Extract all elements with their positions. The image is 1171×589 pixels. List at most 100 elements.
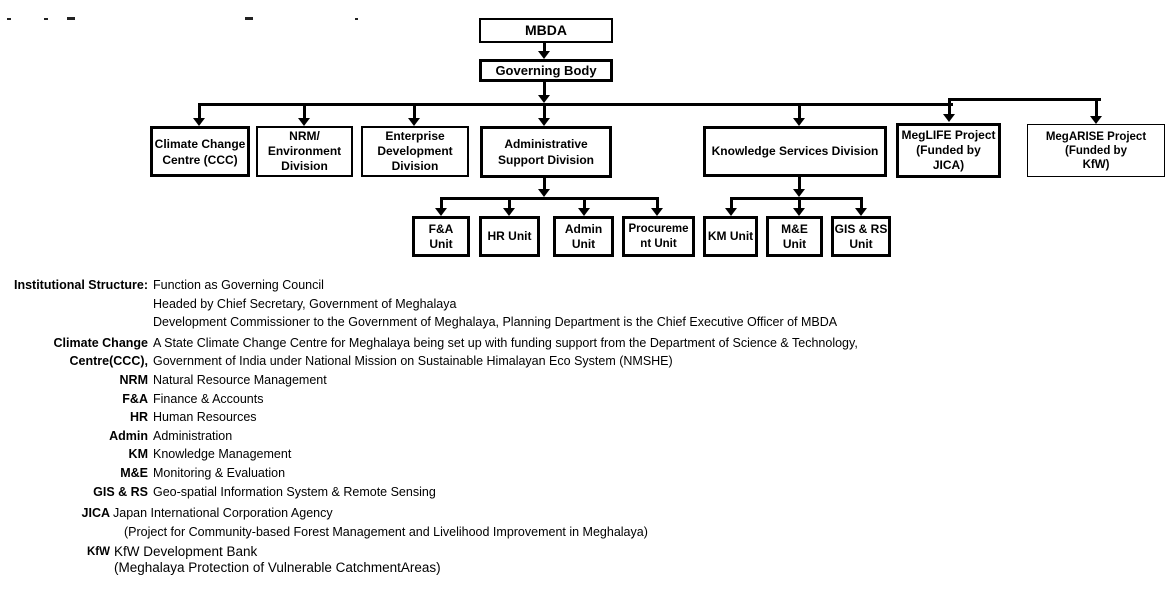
legend-term: KfW [87,546,110,559]
legend-definition: (Project for Community-based Forest Mana… [124,524,648,539]
legend-row-kfw-2: (Meghalaya Protection of Vulnerable Catc… [0,560,1171,576]
legend-definition: Geo-spatial Information System & Remote … [153,484,436,499]
connector-drop-megarise [1095,101,1098,116]
unit-box-hr: HR Unit [479,216,540,257]
connector-drop-knowledge [798,106,801,118]
legend-definition: Headed by Chief Secretary, Government of… [153,296,457,311]
legend-definition: KfW Development Bank [114,544,258,560]
legend-term: Institutional Structure: [13,278,148,292]
legend-definition: Human Resources [153,410,257,425]
legend-term: HR [129,410,148,425]
legend-term: JICA [81,506,110,521]
unit-box-fa: F&A Unit [412,216,470,257]
legend-row-me: M&E Monitoring & Evaluation [0,464,1171,483]
connector-drop-admin [583,200,586,208]
arrowhead-down-icon [408,118,420,126]
legend-term [0,523,110,542]
legend-row-institutional-2: Headed by Chief Secretary, Government of… [0,295,1171,314]
arrowhead-down-icon [943,114,955,122]
connector-drop-km [730,200,733,208]
connector-mbda-governing [543,41,546,52]
division-box-knowledge-services: Knowledge Services Division [703,126,887,177]
legend-term: M&E [120,465,148,480]
unit-box-km: KM Unit [703,216,758,257]
legend-term: Climate Change [53,335,148,350]
legend-definition: (Meghalaya Protection of Vulnerable Catc… [114,560,441,576]
connector-drop-ccc [198,106,201,118]
legend-definition: Development Commissioner to the Governme… [153,315,838,330]
top-edge-artifact [67,17,75,20]
connector-ksd-horizontal [730,197,863,200]
arrowhead-down-icon [793,208,805,216]
legend-definition: Monitoring & Evaluation [153,465,286,480]
connector-governing-trunk [543,82,546,95]
connector-drop-hr [508,200,511,208]
legend-row-jica-2: (Project for Community-based Forest Mana… [0,523,1171,542]
legend-term [0,313,148,332]
arrowhead-down-icon [725,208,737,216]
connector-drop-admin-support [543,106,546,118]
division-box-administrative-support: Administrative Support Division [480,126,612,178]
legend: Institutional Structure: Function as Gov… [0,276,1171,576]
arrowhead-down-icon [793,189,805,197]
legend-row-climate-change-2: Centre(CCC), Government of India under N… [0,352,1171,371]
connector-main-horizontal [198,103,953,106]
legend-row-hr: HR Human Resources [0,408,1171,427]
top-edge-artifact [44,18,48,20]
arrowhead-down-icon [793,118,805,126]
arrowhead-down-icon [538,51,550,59]
legend-row-fa: F&A Finance & Accounts [0,390,1171,409]
legend-term: KM [128,447,148,462]
unit-box-admin: Admin Unit [553,216,614,257]
connector-drop-me [798,200,801,208]
top-edge-artifact [7,18,11,20]
arrowhead-down-icon [538,118,550,126]
connector-drop-meglife [948,101,951,114]
arrowhead-down-icon [1090,116,1102,124]
connector-drop-nrm [303,106,306,118]
arrowhead-down-icon [538,95,550,103]
connector-ksd-units [798,177,801,190]
legend-row-jica-1: JICA Japan International Corporation Age… [0,504,1171,523]
legend-row-km: KM Knowledge Management [0,445,1171,464]
division-box-meglife-project: MegLIFE Project (Funded by JICA) [896,123,1001,178]
legend-term [0,295,148,314]
legend-definition: Knowledge Management [153,447,292,462]
connector-drop-fa [440,200,443,208]
legend-definition: Function as Governing Council [153,278,324,292]
legend-definition: Natural Resource Management [153,372,327,387]
arrowhead-down-icon [651,208,663,216]
legend-term: NRM [119,372,148,387]
legend-term: F&A [122,391,148,406]
arrowhead-down-icon [298,118,310,126]
arrowhead-down-icon [578,208,590,216]
legend-row-institutional-3: Development Commissioner to the Governme… [0,313,1171,332]
arrowhead-down-icon [435,208,447,216]
top-edge-artifact [245,17,253,20]
arrowhead-down-icon [538,189,550,197]
legend-term: Admin [109,428,148,443]
connector-drop-enterprise [413,106,416,118]
legend-row-institutional-1: Institutional Structure: Function as Gov… [0,276,1171,295]
division-box-climate-change-centre: Climate Change Centre (CCC) [150,126,250,177]
connector-drop-procurement [656,200,659,208]
legend-row-nrm: NRM Natural Resource Management [0,371,1171,390]
unit-box-procurement: Procureme nt Unit [622,216,695,257]
connector-drop-gis [860,200,863,208]
legend-definition: Administration [153,428,233,443]
division-box-nrm-environment: NRM/ Environment Division [256,126,353,177]
legend-row-gis-rs: GIS & RS Geo-spatial Information System … [0,483,1171,502]
unit-box-gis-rs: GIS & RS Unit [831,216,891,257]
top-edge-artifact [355,18,358,20]
legend-row-climate-change-1: Climate Change A State Climate Change Ce… [0,334,1171,353]
division-box-enterprise-development: Enterprise Development Division [361,126,469,177]
unit-box-me: M&E Unit [766,216,823,257]
legend-term: GIS & RS [93,484,148,499]
legend-term: Centre(CCC), [69,354,148,369]
connector-branch-horizontal [948,98,1101,101]
legend-definition: Finance & Accounts [153,391,264,406]
legend-row-kfw-1: KfW KfW Development Bank [0,544,1171,560]
org-box-governing-body: Governing Body [479,59,613,82]
arrowhead-down-icon [193,118,205,126]
